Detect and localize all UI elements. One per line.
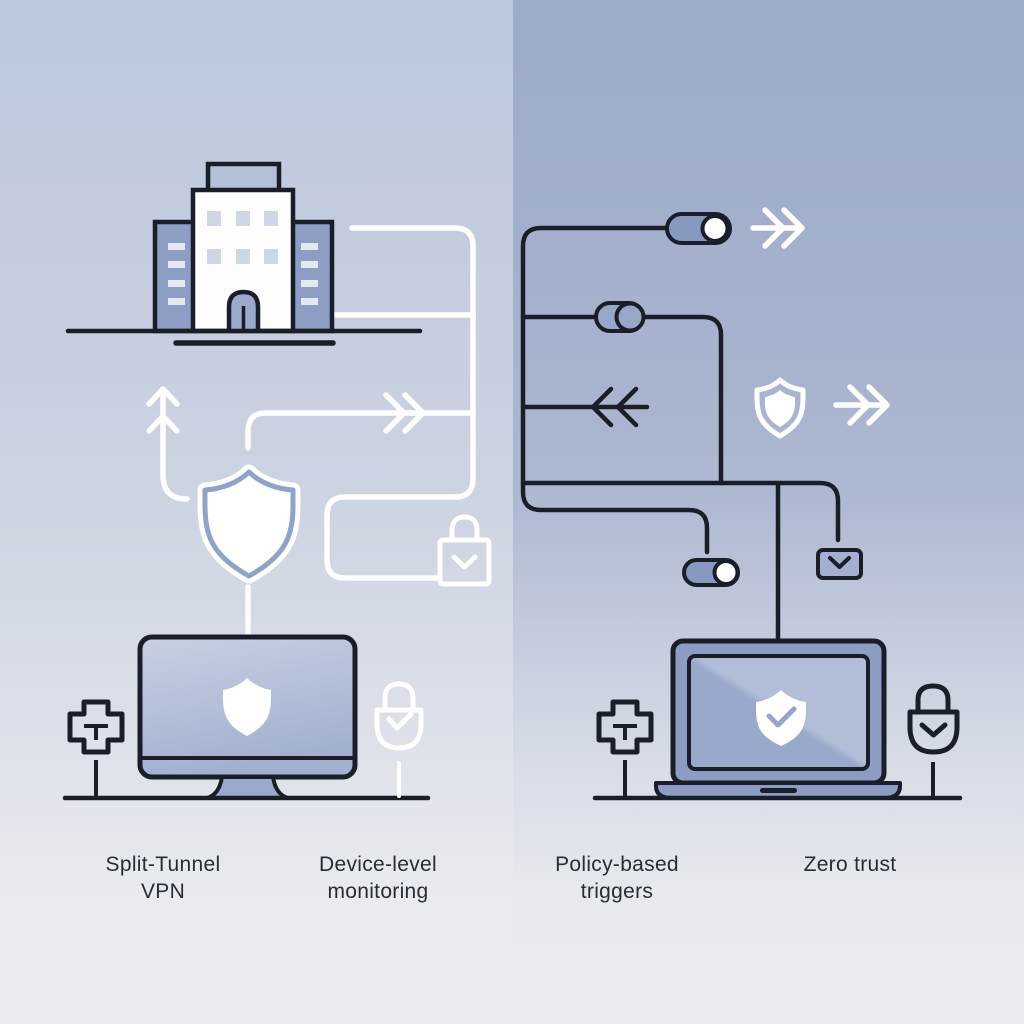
shield-icon	[197, 464, 301, 584]
connector-trunk	[520, 225, 710, 555]
label-line: Policy-based	[555, 853, 679, 876]
label-line: Split-Tunnel	[105, 853, 221, 876]
laptop-shield-check-icon	[756, 690, 806, 746]
monitor-icon	[137, 634, 358, 800]
monitor-shield-icon	[223, 678, 271, 736]
add-device-icon	[67, 699, 125, 755]
connector-crossbar	[520, 480, 841, 543]
office-building-icon	[65, 161, 423, 346]
lock-check-icon	[374, 681, 424, 751]
connector-toggle2-branch	[520, 314, 724, 486]
add-device-icon-2	[596, 699, 654, 755]
arrow-right-icon-3	[847, 384, 890, 426]
label-line: Device-level	[319, 853, 437, 876]
arrow-right-icon-2	[762, 207, 805, 249]
label-line: Zero trust	[803, 853, 897, 876]
toggle-mid-icon	[594, 301, 646, 333]
label-split-tunnel-vpn: Split-Tunnel VPN	[53, 851, 273, 905]
arrow-up-icon	[146, 386, 180, 434]
lock-chevron-icon-2	[907, 683, 960, 755]
label-line: triggers	[580, 880, 654, 903]
label-line: VPN	[140, 880, 186, 903]
building-windows	[207, 211, 278, 264]
arrow-left-icon	[590, 386, 639, 428]
shield-outline-icon	[754, 377, 806, 439]
dropdown-box-icon	[816, 548, 863, 580]
toggle-on-icon-2	[682, 558, 740, 587]
lock-chevron-icon	[437, 514, 492, 587]
connector-shield-to-trunk	[245, 410, 476, 451]
toggle-on-icon	[665, 212, 732, 245]
connector-building-to-lock	[324, 225, 476, 581]
laptop-icon	[654, 638, 902, 800]
label-policy-based-triggers: Policy-based triggers	[507, 851, 727, 905]
building-window-slits	[168, 243, 318, 305]
laptop-notch	[760, 788, 797, 793]
label-line: monitoring	[327, 880, 429, 903]
monitor-stand	[205, 775, 290, 800]
connector-up	[160, 387, 190, 502]
arrow-right-icon	[383, 392, 426, 434]
label-device-level-monitoring: Device-level monitoring	[268, 851, 488, 905]
label-zero-trust: Zero trust	[740, 851, 960, 878]
